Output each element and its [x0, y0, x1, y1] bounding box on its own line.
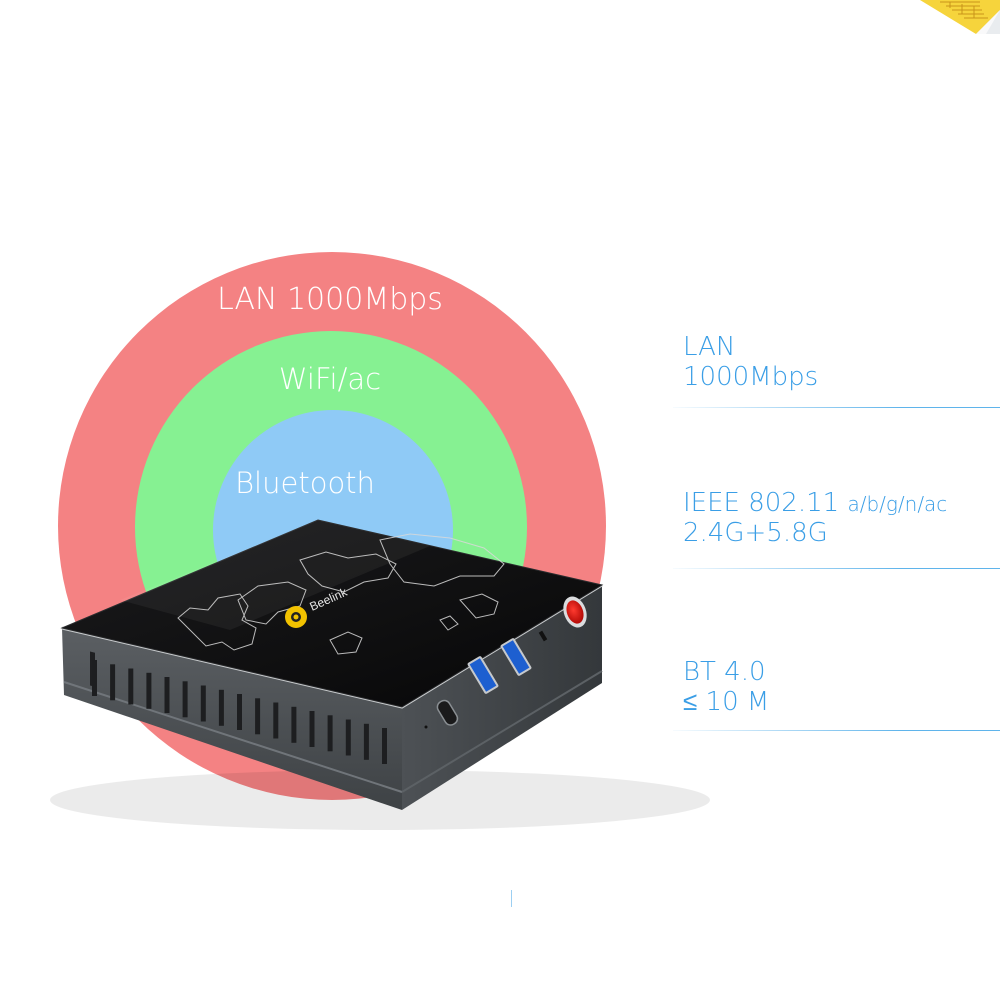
spec-wifi-line2: 2.4G+5.8G: [683, 518, 828, 549]
decorative-tick: [511, 890, 512, 907]
usb-c-port: [436, 699, 459, 726]
bluetooth-ring-label: Bluetooth: [235, 466, 375, 500]
lan-ring-label: LAN 1000Mbps: [217, 282, 443, 317]
spec-lan: LAN 1000Mbps: [683, 332, 818, 392]
vent-slot: [164, 677, 170, 713]
usb-a-port-2: [500, 638, 532, 676]
beelink-logo: [285, 606, 307, 628]
spec-wifi-line1: IEEE 802.11: [683, 488, 840, 518]
vent-slot: [218, 689, 224, 726]
vent-slot: [309, 711, 315, 747]
vent-slot: [255, 698, 261, 735]
usb-a-port-1: [467, 656, 499, 694]
corner-decoration: [920, 0, 1000, 34]
spec-lan-line1: LAN: [683, 332, 736, 362]
vent-slot: [363, 723, 369, 760]
wifi-ring-label: WiFi/ac: [278, 362, 382, 396]
vent-slot: [110, 664, 116, 701]
spec-lan-line2: 1000Mbps: [683, 362, 819, 393]
vent-slot: [92, 660, 97, 696]
spec-bt-line2: ≤ 10 M: [683, 687, 770, 718]
vent-slot: [273, 702, 279, 739]
power-button: [563, 596, 587, 628]
vent-slot: [382, 728, 387, 764]
spec-wifi-protocols: a/b/g/n/ac: [847, 492, 948, 516]
led-indicator: [424, 725, 428, 729]
vent-slot: [237, 694, 242, 730]
vent-slot: [182, 681, 188, 718]
vent-slot: [146, 672, 152, 709]
vent-slot: [200, 685, 206, 722]
spec-divider-3: [673, 730, 1000, 731]
vent-slot: [291, 706, 297, 743]
vent-slot: [327, 715, 333, 752]
vent-slots: [92, 660, 387, 764]
vent-slot: [345, 719, 351, 756]
audio-slot: [538, 630, 548, 642]
spec-divider-1: [673, 407, 1000, 408]
vent-slot: [128, 668, 134, 705]
spec-bluetooth: BT 4.0 ≤ 10 M: [683, 657, 769, 717]
spec-bt-line1: BT 4.0: [683, 657, 766, 687]
spec-wifi: IEEE 802.11 a/b/g/n/ac 2.4G+5.8G: [683, 488, 947, 548]
spec-divider-2: [673, 568, 1000, 569]
